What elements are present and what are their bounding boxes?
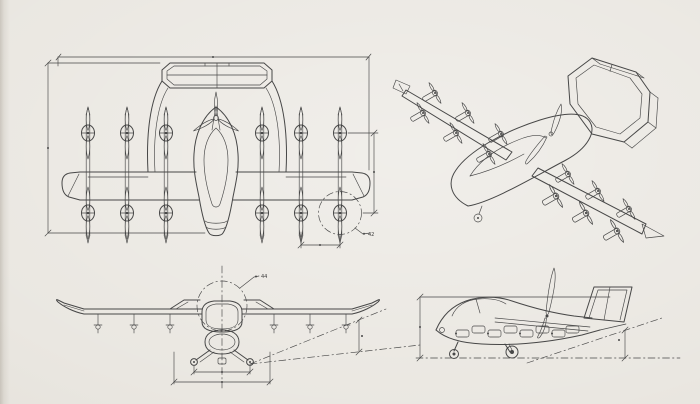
perspective-view	[392, 57, 665, 251]
plan-view: 42	[44, 53, 379, 249]
side-tail-fin	[583, 286, 633, 331]
persp-cruise-propeller	[525, 103, 562, 165]
front-wing	[56, 299, 380, 315]
plan-detail-label: 42	[368, 232, 374, 238]
front-rotor-pods	[93, 313, 351, 334]
front-dimensions	[170, 308, 421, 386]
side-tail-clearance-line	[526, 317, 663, 364]
side-view	[415, 267, 681, 364]
persp-far-wing	[392, 79, 513, 172]
front-landing-gear	[190, 349, 254, 366]
persp-box-tail	[567, 57, 659, 149]
plan-tail-surface	[147, 62, 287, 173]
plan-wing	[61, 171, 371, 201]
persp-fuselage	[450, 113, 593, 223]
front-tail-pylon	[169, 299, 275, 310]
side-landing-gear	[449, 341, 519, 359]
plan-detail-callout: 42	[318, 191, 374, 238]
front-prop-leader: 44	[239, 274, 267, 289]
front-tip-clearance-line	[249, 308, 387, 365]
persp-near-wing	[531, 161, 665, 251]
front-cabin	[201, 300, 243, 355]
persp-nose-wheel	[473, 213, 483, 223]
plan-lift-rotors	[81, 106, 347, 240]
plan-dimensions	[44, 53, 379, 249]
front-view: 44	[56, 265, 421, 389]
plan-fuselage	[192, 91, 240, 237]
plan-nose-propeller	[192, 91, 240, 133]
front-ground-reference	[249, 344, 421, 365]
detail-circle	[318, 191, 362, 235]
front-prop-label: 44	[261, 274, 267, 280]
plan-rotor-booms	[81, 106, 347, 244]
side-rotor-pods	[455, 325, 580, 338]
side-dimensions	[415, 293, 681, 364]
side-fuselage	[435, 296, 601, 346]
front-prop-disc	[196, 280, 248, 332]
